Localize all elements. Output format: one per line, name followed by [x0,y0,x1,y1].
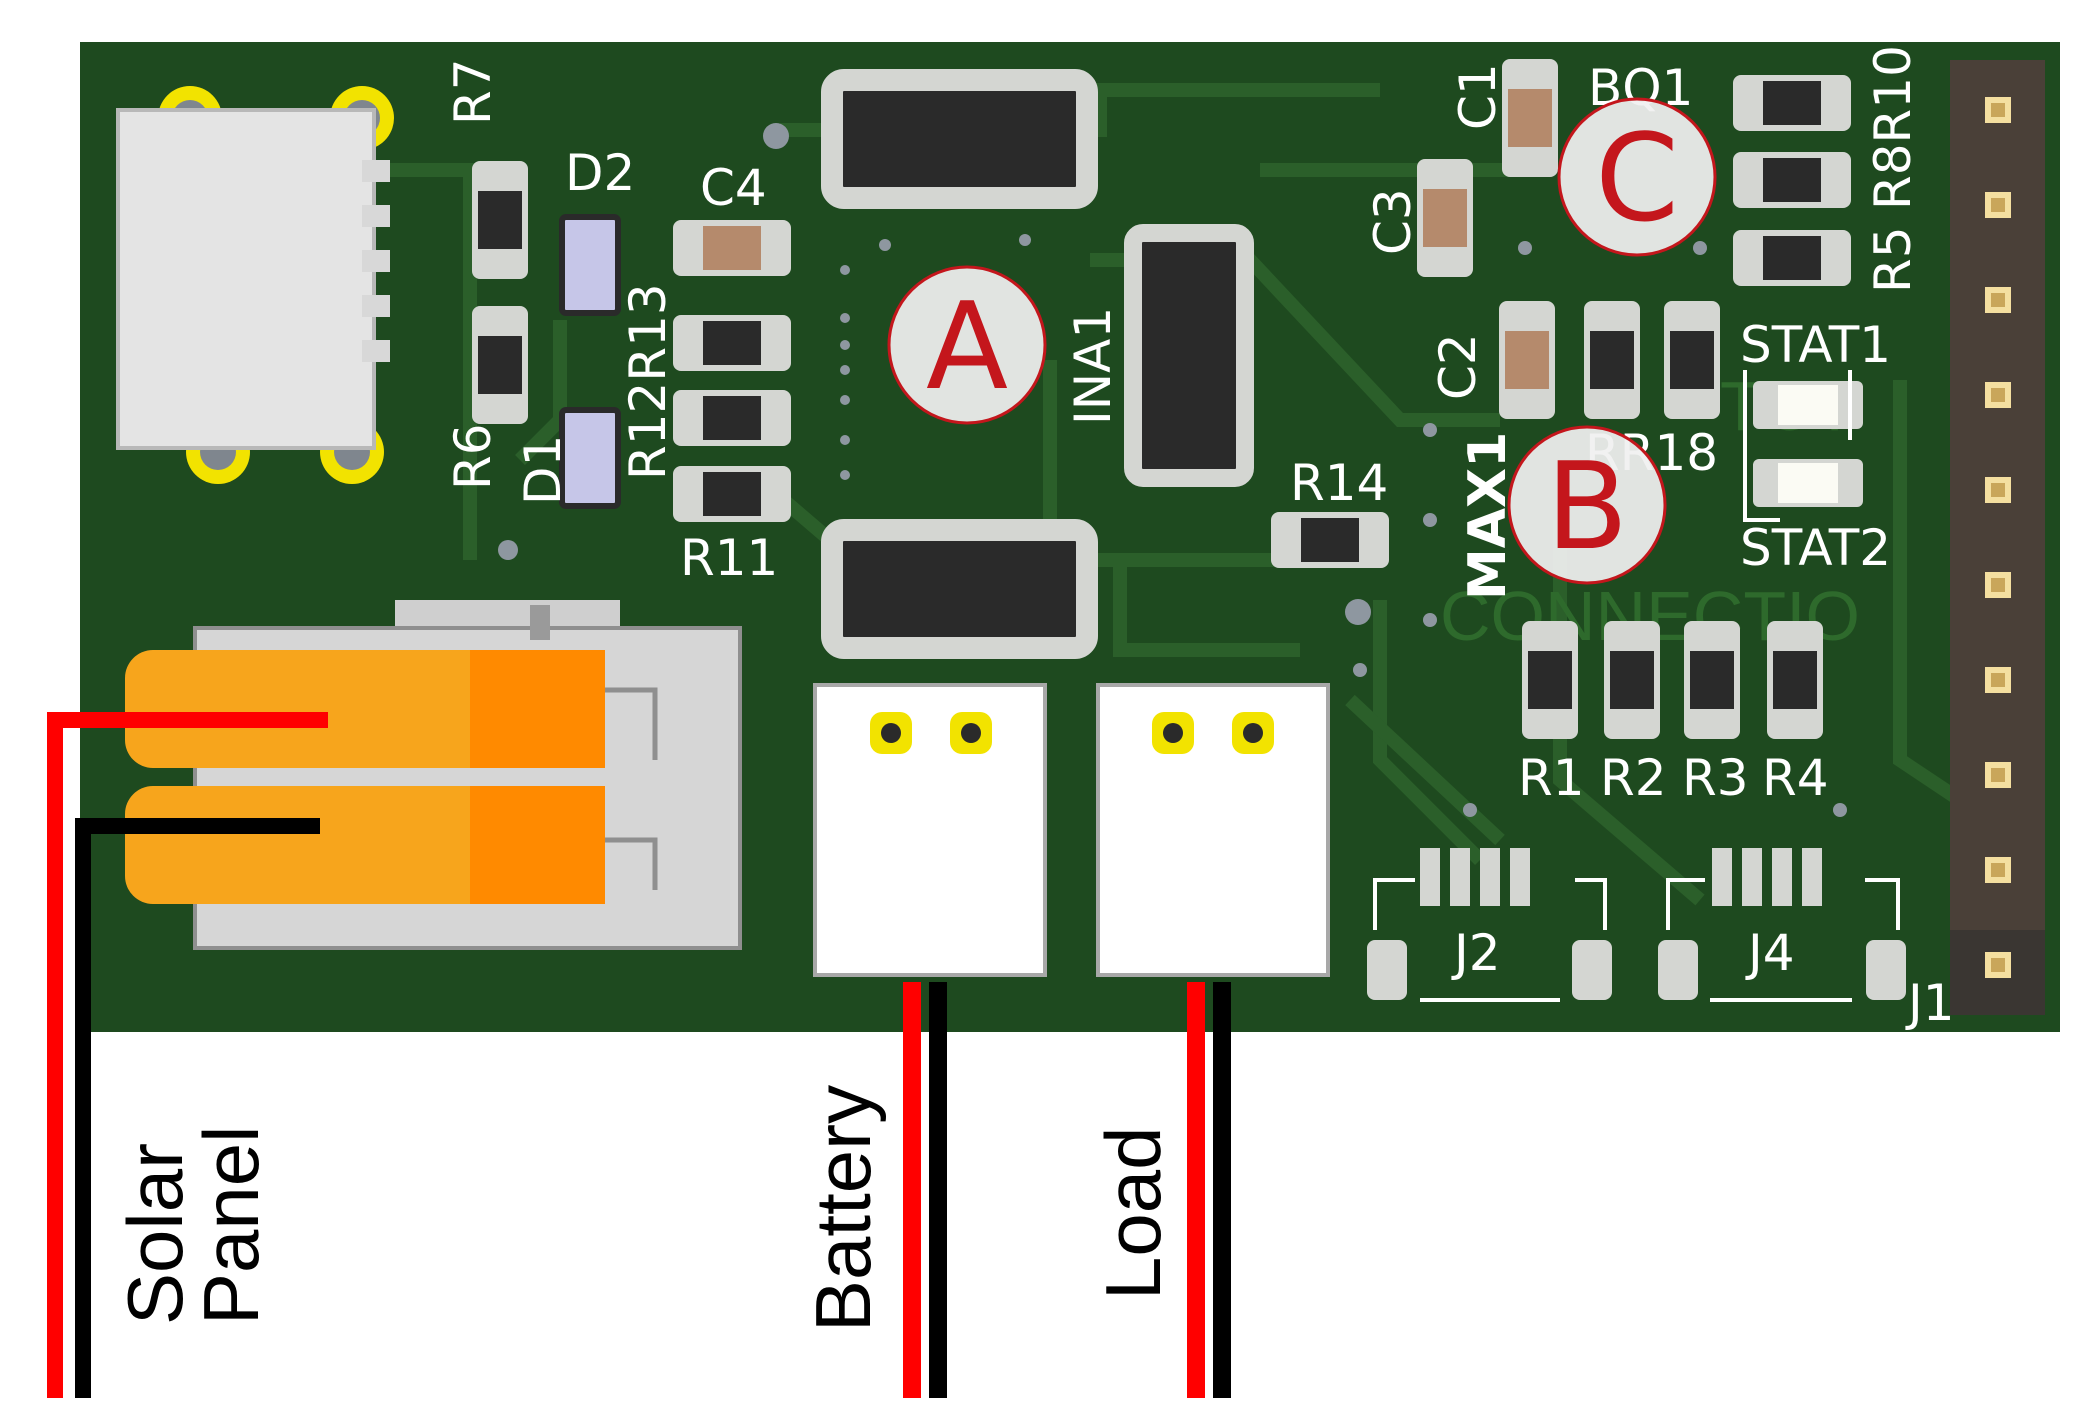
smd-body [703,226,761,270]
label-r4: R4 [1762,749,1829,807]
label-c3: C3 [1364,188,1422,255]
smd-body [1670,331,1714,389]
smd-body [1301,518,1359,562]
j1-pins [1985,97,2011,978]
battery-wires [903,982,947,1398]
header-pin-core [1991,103,2005,117]
smd-body [1763,81,1821,125]
label-stat2: STAT2 [1740,519,1891,577]
smd-body [478,336,522,394]
header-pin-core [1991,388,2005,402]
solar-terminal-block [125,600,742,950]
smd-body [703,472,761,516]
label-r5: R5 [1864,226,1922,293]
header-pin-core [1991,958,2005,972]
label-c2: C2 [1429,333,1487,400]
smd-body [1505,331,1549,389]
marker-b: B [1507,425,1667,585]
diode-body [559,407,621,509]
label-j1: J1 [1905,974,1955,1032]
large-smd-parts [821,69,1254,659]
smd-body [1423,189,1467,247]
header-pin-core [1991,673,2005,687]
smd-components [472,59,1863,739]
solar-wires [47,712,328,1398]
connector-j2 [1367,878,1612,1002]
marker-a: A [887,265,1047,425]
led-body [1778,463,1838,503]
diode-body [559,214,621,316]
stat-led-outline [1743,370,1852,522]
smd-body [1763,158,1821,202]
jst-pin [1712,848,1732,906]
label-r7: R7 [444,58,502,125]
label-r12r13: R12R13 [619,283,677,480]
smd-body [1508,89,1552,147]
usb-connector [116,86,394,484]
smd-body [1773,651,1817,709]
label-r14: R14 [1290,454,1388,512]
smd-body [1528,651,1572,709]
header-pin-core [1991,768,2005,782]
label-panel: Panel [187,1126,275,1326]
load-wires [1187,982,1231,1398]
label-r6: R6 [444,423,502,490]
label-r8r10: R8R10 [1864,45,1922,210]
smd-body [1610,651,1654,709]
smd-body [703,321,761,365]
header-pin-core [1991,578,2005,592]
jst-pin [1420,848,1440,906]
smd-body [1690,651,1734,709]
marker-c: C [1557,97,1717,257]
label-battery: Battery [799,1085,887,1332]
marker-c-letter: C [1595,110,1679,249]
header-pin-core [1991,198,2005,212]
jst-pin [1742,848,1762,906]
jst-pin [1802,848,1822,906]
label-max1: MAX1 [1458,432,1518,600]
led-body [1778,385,1838,425]
label-r11: R11 [680,529,778,587]
marker-a-letter: A [926,278,1008,417]
label-c1: C1 [1449,63,1507,130]
header-pin-core [1991,863,2005,877]
jst-pin [1450,848,1470,906]
jst-pin [1510,848,1530,906]
label-j2: J2 [1451,924,1501,982]
jst-pin [1480,848,1500,906]
header-pin-core [1991,483,2005,497]
label-load: Load [1089,1126,1177,1300]
label-d1: D1 [514,435,572,505]
smd-body [1590,331,1634,389]
smd-body [478,191,522,249]
marker-b-letter: B [1546,438,1628,577]
header-pin-core [1991,293,2005,307]
smd-body [703,396,761,440]
jst-pins [1420,848,1822,906]
label-c4: C4 [700,159,767,217]
load-connector [1096,683,1330,977]
battery-connector [813,683,1047,977]
label-r3: R3 [1682,749,1749,807]
label-stat1: STAT1 [1740,316,1891,374]
label-r2: R2 [1600,749,1667,807]
smd-body [1763,236,1821,280]
jst-pin [1772,848,1792,906]
label-j4: J4 [1745,924,1795,982]
label-r1: R1 [1518,749,1585,807]
label-solar: Solar [111,1143,199,1325]
connector-j4 [1658,878,1906,1002]
label-ina1: INA1 [1064,307,1122,425]
label-d2: D2 [565,144,635,202]
